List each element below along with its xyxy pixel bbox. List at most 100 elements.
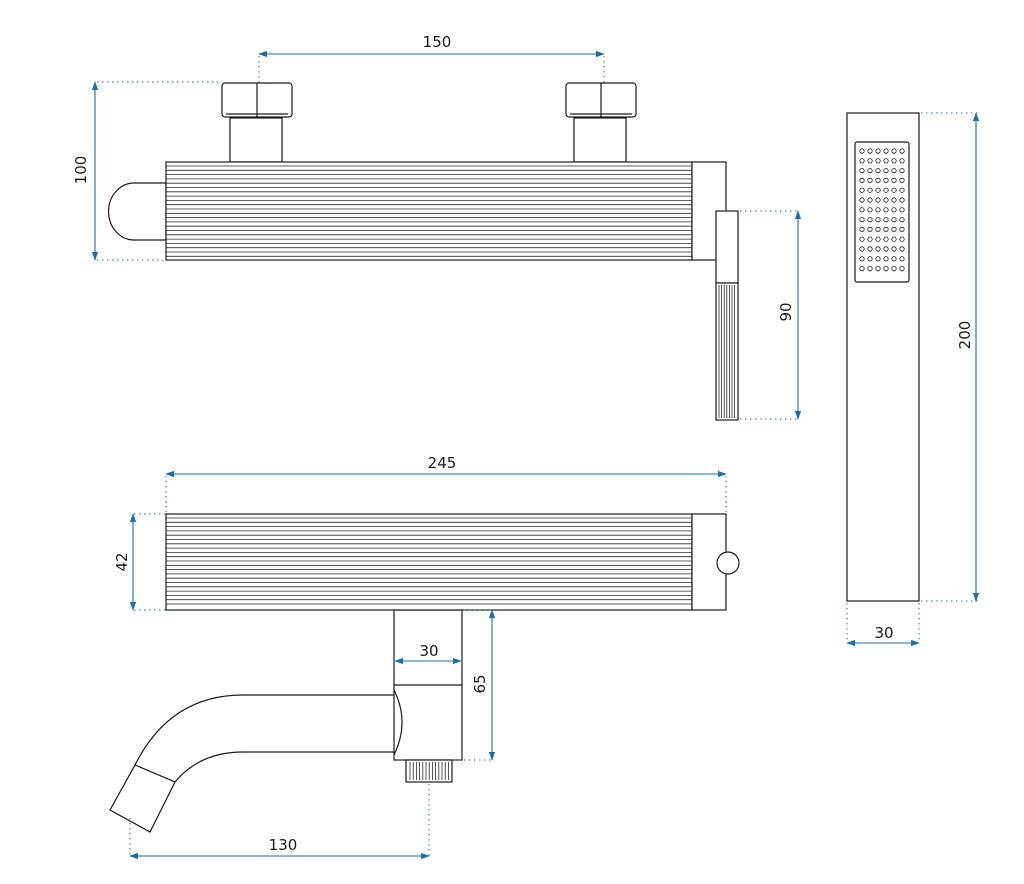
nozzle (859, 187, 865, 193)
nozzle (899, 265, 905, 272)
nozzle (883, 226, 889, 232)
nozzle (891, 246, 897, 252)
nozzle (883, 246, 889, 252)
handle-knurling (718, 285, 735, 418)
nozzle (875, 217, 881, 223)
nozzle (859, 168, 865, 174)
nozzle (891, 207, 897, 213)
nozzle (899, 217, 905, 223)
nozzle (875, 207, 881, 213)
nozzle (891, 158, 897, 164)
nozzle (883, 236, 889, 242)
nozzle (891, 197, 897, 203)
nozzle (859, 197, 865, 203)
nozzle (891, 236, 897, 242)
nozzle (867, 197, 873, 203)
nozzle (875, 148, 881, 154)
handle-stem (715, 210, 739, 284)
nozzle (867, 187, 873, 193)
mixer-body-top (165, 513, 693, 611)
dim-label-handle-length: 90 (777, 302, 795, 321)
nozzle (867, 265, 873, 272)
nozzle (859, 226, 865, 232)
nozzle (859, 265, 865, 272)
nozzle (867, 168, 873, 174)
nozzle (899, 246, 905, 252)
nozzle (899, 226, 905, 232)
nozzle (899, 187, 905, 193)
nozzle (867, 207, 873, 213)
nozzle (867, 217, 873, 223)
nozzle (859, 177, 865, 183)
nozzle (875, 158, 881, 164)
nozzle (867, 177, 873, 183)
nozzle (891, 177, 897, 183)
spout-pipe (134, 694, 401, 783)
nozzle (875, 246, 881, 252)
dim-label-inlet-spacing: 150 (423, 33, 452, 51)
nozzle (883, 265, 889, 272)
nozzle (883, 217, 889, 223)
right-inlet-stem (573, 117, 627, 163)
nozzle (867, 226, 873, 232)
nozzle (875, 265, 881, 272)
front-view (108, 82, 739, 421)
nozzle (899, 168, 905, 174)
nozzle (875, 168, 881, 174)
dim-label-body-height-top: 100 (72, 156, 90, 185)
top-view (109, 513, 740, 833)
nozzle (891, 256, 897, 262)
nozzle (883, 207, 889, 213)
nozzle (859, 217, 865, 223)
nozzle (891, 187, 897, 193)
nozzle (891, 217, 897, 223)
nozzle (875, 197, 881, 203)
nozzle (883, 177, 889, 183)
dim-label-spout-neck-height: 65 (471, 674, 489, 693)
nozzle (867, 148, 873, 154)
nozzle (899, 158, 905, 164)
nozzle (891, 226, 897, 232)
nozzle (883, 197, 889, 203)
nozzle (867, 246, 873, 252)
nozzle (859, 158, 865, 164)
nozzle (899, 197, 905, 203)
hand-shower (846, 112, 920, 602)
nozzle (899, 148, 905, 154)
nozzle (883, 148, 889, 154)
dim-label-spout-neck-width: 30 (419, 642, 438, 660)
nozzle (883, 256, 889, 262)
control-knob (716, 551, 740, 575)
dimensions: 150 100 90 200 245 42 30 30 (72, 33, 980, 860)
dim-label-hand-shower-length: 200 (956, 321, 974, 350)
left-inlet-stem (229, 117, 283, 163)
shower-nozzles (859, 148, 905, 272)
nozzle (859, 246, 865, 252)
nozzle (891, 168, 897, 174)
body-ribbing-top (166, 517, 692, 605)
nozzle (867, 236, 873, 242)
nozzle (867, 256, 873, 262)
nozzle (859, 256, 865, 262)
dim-label-hand-shower-width: 30 (874, 624, 893, 642)
nozzle (883, 158, 889, 164)
nozzle (875, 236, 881, 242)
nozzle (859, 207, 865, 213)
nozzle (875, 177, 881, 183)
nozzle (883, 187, 889, 193)
left-end-cap (108, 182, 167, 241)
connector-thread (409, 762, 449, 780)
nozzle (899, 236, 905, 242)
nozzle (875, 226, 881, 232)
nozzle (899, 177, 905, 183)
nozzle (867, 158, 873, 164)
nozzle (875, 256, 881, 262)
dim-label-body-length: 245 (428, 454, 457, 472)
body-ribbing-front (166, 165, 692, 257)
spout-tip (109, 764, 176, 833)
dim-label-body-depth: 42 (113, 552, 131, 571)
nozzle (891, 265, 897, 272)
nozzle (899, 256, 905, 262)
dim-label-spout-reach: 130 (269, 836, 298, 854)
